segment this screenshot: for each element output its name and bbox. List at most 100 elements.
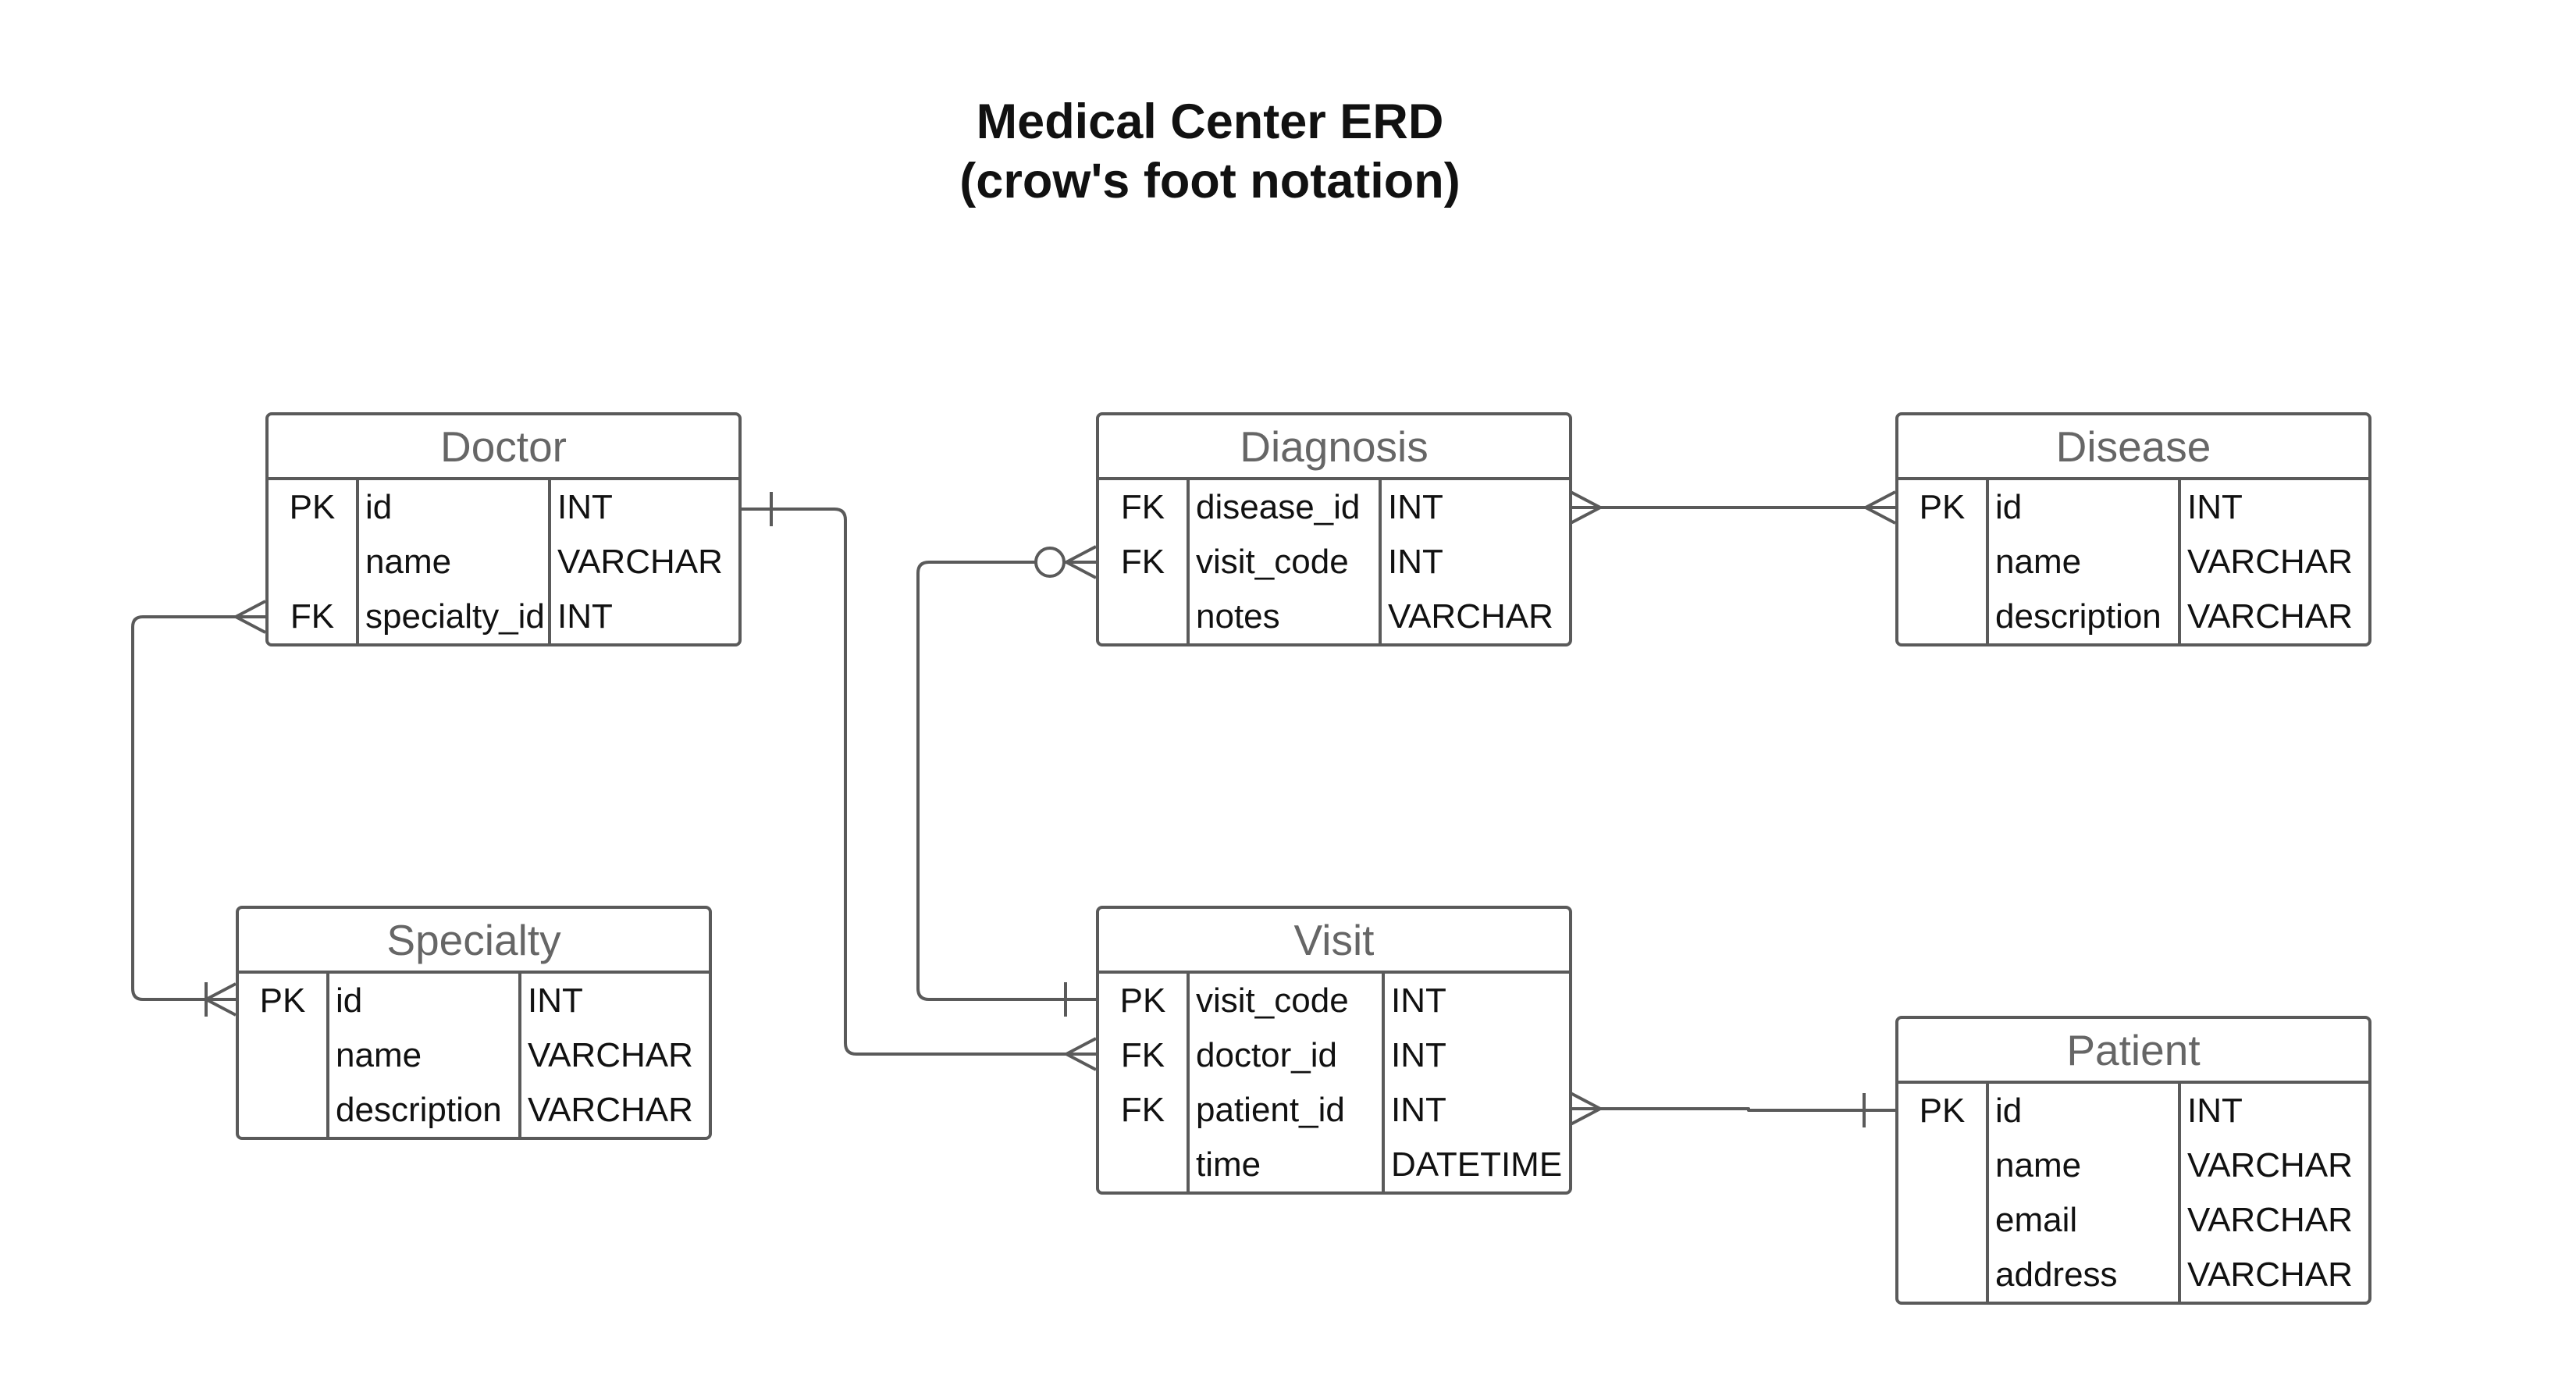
column-divider	[2178, 480, 2181, 643]
table-row: address VARCHAR	[1898, 1248, 2368, 1302]
table-row: time DATETIME	[1099, 1138, 1569, 1191]
column-divider	[548, 480, 551, 643]
key-cell: PK	[1919, 488, 1966, 526]
type-cell: VARCHAR	[1388, 597, 1553, 636]
table-row: description VARCHAR	[239, 1083, 709, 1137]
diagram-title-line2: (crow's foot notation)	[959, 154, 1461, 208]
type-cell: VARCHAR	[2187, 597, 2353, 636]
type-cell: INT	[2187, 1092, 2243, 1130]
key-cell: FK	[1120, 1036, 1165, 1074]
entity-patient[interactable]: Patient PK id INT name VARCHAR email VAR…	[1895, 1016, 2371, 1305]
table-row: FK disease_id INT	[1099, 480, 1569, 535]
type-cell: VARCHAR	[2187, 543, 2353, 581]
table-row: name VARCHAR	[269, 535, 738, 589]
diagram-title-line1: Medical Center ERD	[976, 94, 1444, 149]
type-cell: INT	[1388, 488, 1443, 526]
key-cell: FK	[1120, 1091, 1165, 1129]
type-cell: VARCHAR	[2187, 1256, 2353, 1294]
field-cell: disease_id	[1196, 488, 1361, 526]
relationship-visit-patient	[1570, 1092, 1895, 1127]
field-cell: patient_id	[1196, 1091, 1345, 1129]
table-row: FK patient_id INT	[1099, 1083, 1569, 1138]
type-cell: INT	[1391, 1091, 1446, 1129]
field-cell: id	[1995, 488, 2023, 526]
field-cell: specialty_id	[365, 597, 545, 636]
table-row: name VARCHAR	[1898, 1138, 2368, 1193]
entity-doctor[interactable]: Doctor PK id INT name VARCHAR FK special…	[265, 412, 742, 646]
field-cell: name	[1995, 543, 2082, 581]
field-cell: description	[336, 1091, 502, 1129]
type-cell: VARCHAR	[2187, 1201, 2353, 1239]
entity-specialty-name: Specialty	[239, 909, 709, 974]
field-cell: time	[1196, 1145, 1261, 1184]
field-cell: name	[365, 543, 452, 581]
field-cell: doctor_id	[1196, 1036, 1338, 1074]
column-divider	[326, 974, 329, 1137]
key-cell: PK	[1919, 1092, 1966, 1130]
table-row: PK visit_code INT	[1099, 974, 1569, 1028]
field-cell: visit_code	[1196, 543, 1349, 581]
field-cell: name	[1995, 1146, 2082, 1184]
type-cell: INT	[1391, 1036, 1446, 1074]
column-divider	[1382, 974, 1385, 1191]
field-cell: email	[1995, 1201, 2078, 1239]
table-row: PK id INT	[1898, 1084, 2368, 1138]
key-cell: PK	[259, 981, 306, 1020]
column-divider	[1379, 480, 1382, 643]
key-cell: PK	[1119, 981, 1166, 1020]
type-cell: INT	[2187, 488, 2243, 526]
table-row: PK id INT	[269, 480, 738, 535]
entity-patient-name: Patient	[1898, 1019, 2368, 1084]
type-cell: VARCHAR	[528, 1091, 693, 1129]
type-cell: DATETIME	[1391, 1145, 1563, 1184]
entity-specialty[interactable]: Specialty PK id INT name VARCHAR descrip…	[236, 906, 712, 1140]
type-cell: INT	[528, 981, 583, 1020]
table-row: name VARCHAR	[239, 1028, 709, 1083]
type-cell: INT	[557, 597, 613, 636]
relationship-diagnosis-disease	[1570, 490, 1896, 525]
field-cell: address	[1995, 1256, 2118, 1294]
field-cell: notes	[1196, 597, 1280, 636]
column-divider	[1187, 974, 1190, 1191]
table-row: notes VARCHAR	[1099, 589, 1569, 643]
column-divider	[1986, 480, 1989, 643]
table-row: PK id INT	[239, 974, 709, 1028]
type-cell: INT	[557, 488, 613, 526]
entity-doctor-name: Doctor	[269, 415, 738, 480]
type-cell: INT	[1388, 543, 1443, 581]
relationship-doctor-specialty	[131, 600, 266, 1017]
table-row: email VARCHAR	[1898, 1193, 2368, 1248]
field-cell: name	[336, 1036, 422, 1074]
column-divider	[1187, 480, 1190, 643]
field-cell: description	[1995, 597, 2161, 636]
entity-disease[interactable]: Disease PK id INT name VARCHAR descripti…	[1895, 412, 2371, 646]
column-divider	[1986, 1084, 1989, 1302]
entity-diagnosis-name: Diagnosis	[1099, 415, 1569, 480]
type-cell: VARCHAR	[528, 1036, 693, 1074]
field-cell: visit_code	[1196, 981, 1349, 1020]
column-divider	[518, 974, 521, 1137]
diagram-title: Medical Center ERD (crow's foot notation…	[906, 92, 1514, 211]
entity-visit-name: Visit	[1099, 909, 1569, 974]
table-row: PK id INT	[1898, 480, 2368, 535]
table-row: description VARCHAR	[1898, 589, 2368, 643]
field-cell: id	[365, 488, 393, 526]
field-cell: id	[1995, 1092, 2023, 1130]
field-cell: id	[336, 981, 363, 1020]
key-cell: FK	[290, 597, 335, 636]
table-row: name VARCHAR	[1898, 535, 2368, 589]
entity-disease-name: Disease	[1898, 415, 2368, 480]
table-row: FK doctor_id INT	[1099, 1028, 1569, 1083]
type-cell: INT	[1391, 981, 1446, 1020]
key-cell: FK	[1120, 543, 1165, 581]
table-row: FK visit_code INT	[1099, 535, 1569, 589]
relationship-doctor-visit	[740, 492, 1097, 1071]
table-row: FK specialty_id INT	[269, 589, 738, 643]
relationship-diagnosis-visit	[916, 545, 1097, 1017]
entity-diagnosis[interactable]: Diagnosis FK disease_id INT FK visit_cod…	[1096, 412, 1572, 646]
type-cell: VARCHAR	[2187, 1146, 2353, 1184]
column-divider	[2178, 1084, 2181, 1302]
entity-visit[interactable]: Visit PK visit_code INT FK doctor_id INT…	[1096, 906, 1572, 1195]
key-cell: PK	[289, 488, 336, 526]
